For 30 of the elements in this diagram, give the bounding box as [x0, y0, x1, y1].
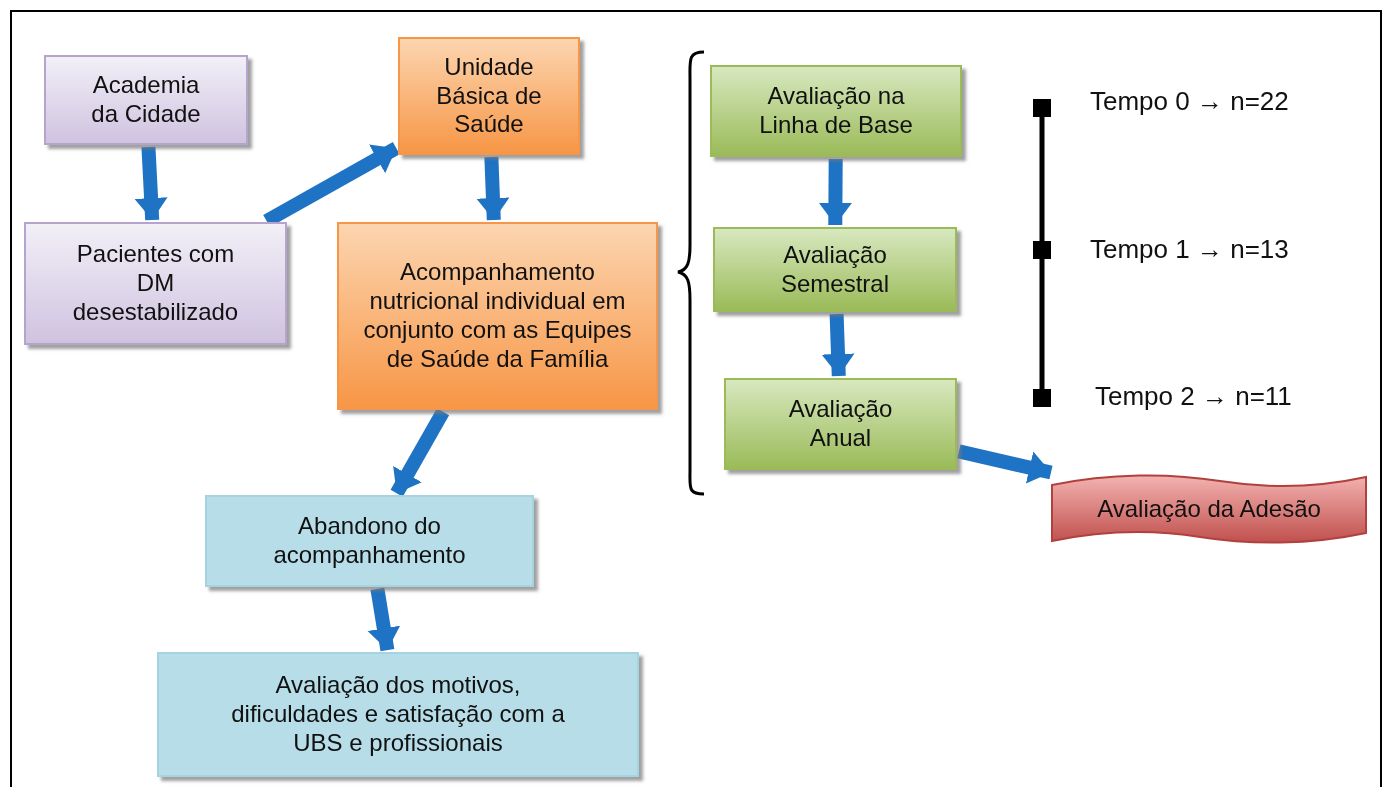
block-arrow [390, 408, 450, 497]
timepoint-label: Tempo 0 → n=22 [1090, 86, 1289, 117]
node-text: Pacientes com DM desestabilizado [71, 240, 240, 327]
block-arrow [821, 313, 855, 377]
process-box [157, 652, 639, 777]
node-text: Academia da Cidade [90, 71, 202, 129]
node-text: Unidade Básica de Saúde [435, 52, 543, 140]
process-box [710, 65, 962, 157]
block-arrow [476, 156, 510, 221]
timepoint-label: Tempo 2 → n=11 [1095, 381, 1292, 412]
process-box [398, 37, 580, 155]
timepoint-label: Tempo 1 → n=13 [1090, 234, 1289, 265]
node-text: Avaliação Semestral [779, 240, 890, 299]
block-arrow [134, 146, 168, 221]
process-box [713, 227, 957, 312]
block-arrow [957, 444, 1053, 484]
block-arrow [818, 158, 852, 226]
process-box [24, 222, 287, 345]
node-text: Avaliação dos motivos, dificuldades e satisfação com a UBS e profissionais [230, 671, 566, 758]
process-box [44, 55, 248, 145]
block-arrow [367, 587, 401, 652]
process-box [724, 378, 957, 470]
node-text: Abandono do acompanhamento [272, 512, 467, 570]
process-box [205, 495, 534, 587]
process-box [337, 222, 658, 410]
node-text: Avaliação na Linha de Base [758, 82, 914, 140]
node-text: Avaliação da Adesão [1097, 494, 1321, 524]
node-text: Avaliação Anual [787, 395, 894, 453]
node-text: Acompanhamento nutricional individual em conjunto com as Equipes de Saúde da Família [362, 258, 633, 374]
banner-shape [1050, 473, 1368, 545]
